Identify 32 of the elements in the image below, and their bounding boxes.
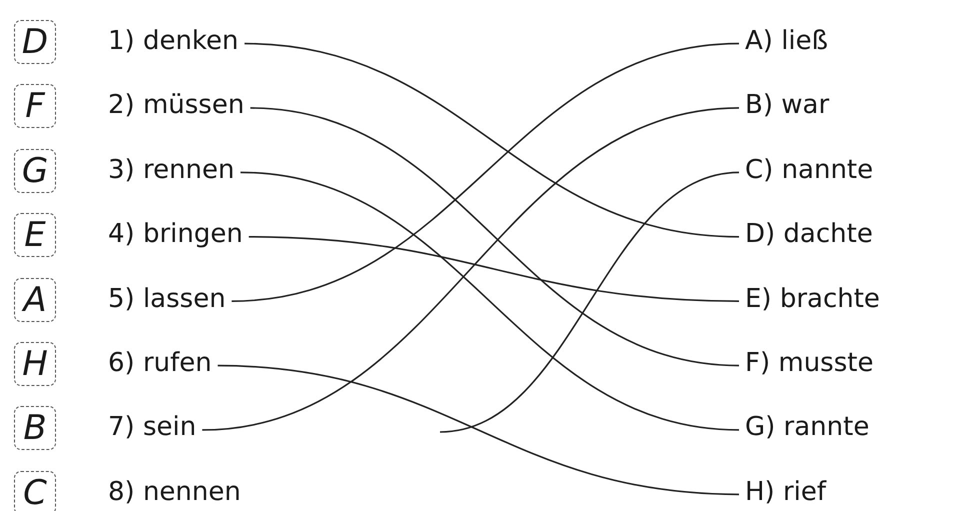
answer-box: D (14, 20, 56, 64)
past-tense-item: G) rannte (745, 412, 870, 444)
past-tense-item: C) nannte (745, 154, 874, 186)
verb-item: 7) sein (108, 412, 196, 444)
matching-line (232, 42, 740, 302)
verb-item: 3) rennen (108, 154, 234, 186)
matching-line (202, 107, 740, 431)
matching-line (218, 364, 740, 496)
past-tense-item: F) musste (745, 348, 874, 380)
answer-box: E (14, 213, 56, 258)
answer-box: F (14, 84, 56, 128)
past-tense-item: D) dachte (745, 219, 873, 250)
answer-box: A (14, 278, 56, 322)
verb-item: 8) nennen (108, 476, 241, 508)
past-tense-item: A) ließ (745, 26, 828, 58)
verb-item: 1) denken (108, 26, 239, 58)
answer-box: H (14, 342, 56, 386)
matching-line (250, 107, 740, 366)
matching-line (244, 42, 740, 238)
answer-box: B (14, 406, 56, 450)
matching-line (240, 172, 740, 431)
matching-line (248, 236, 740, 302)
verb-item: 4) bringen (108, 219, 243, 250)
answer-box: G (14, 148, 56, 193)
verb-item: 5) lassen (108, 284, 226, 315)
past-tense-item: B) war (745, 90, 830, 122)
past-tense-item: H) rief (745, 476, 826, 508)
verb-item: 6) rufen (108, 348, 212, 380)
verb-item: 2) müssen (108, 90, 244, 122)
matching-line (440, 172, 740, 433)
answer-box: C (14, 470, 56, 511)
past-tense-item: E) brachte (745, 284, 880, 315)
